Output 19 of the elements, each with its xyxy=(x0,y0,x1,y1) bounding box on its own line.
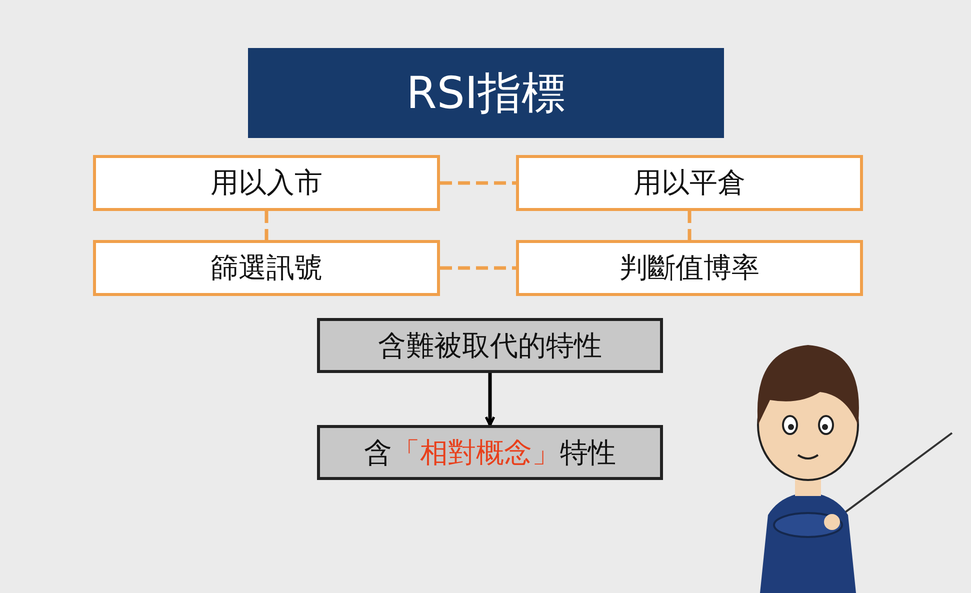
box-label: 用以入市 xyxy=(210,165,322,201)
process-box xyxy=(317,318,663,373)
dashed-connector xyxy=(440,181,516,185)
box-label: 含「相對概念」特性 xyxy=(364,434,616,470)
box-label: 含難被取代的特性 xyxy=(378,328,602,364)
process-box xyxy=(317,425,663,480)
dashed-connector xyxy=(440,266,516,270)
arrow xyxy=(484,373,496,426)
process-box xyxy=(516,155,863,211)
dashed-connector xyxy=(264,211,268,240)
process-box xyxy=(93,240,440,296)
box-label: 篩選訊號 xyxy=(210,250,322,286)
title-text: RSI指標 xyxy=(406,66,566,120)
process-box xyxy=(516,240,863,296)
title-banner xyxy=(248,48,724,138)
box-label: 判斷值博率 xyxy=(620,250,760,286)
box-label: 用以平倉 xyxy=(634,165,746,201)
dashed-connector xyxy=(688,211,692,240)
process-box xyxy=(93,155,440,211)
